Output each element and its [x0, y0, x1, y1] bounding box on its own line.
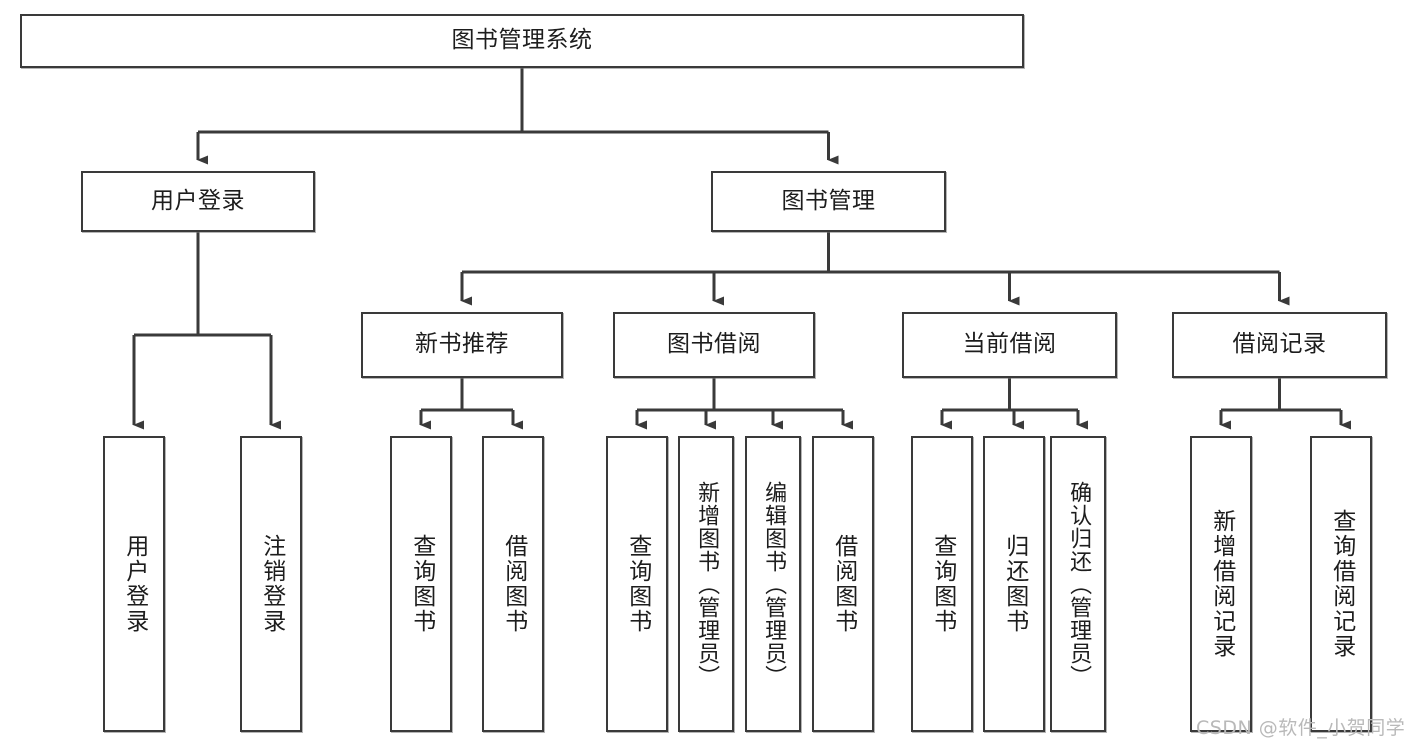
node-leaf-leaf-query-record[interactable]: 查询借阅记录	[1310, 436, 1372, 732]
node-level2-user-login[interactable]: 用户登录	[81, 171, 315, 232]
node-leaf-leaf-user-logout[interactable]: 注销登录	[240, 436, 302, 732]
node-label: 图书借阅	[667, 331, 761, 358]
node-level3-book-borrow[interactable]: 图书借阅	[613, 312, 815, 378]
node-label: 查询图书	[624, 534, 651, 634]
node-leaf-leaf-borrow-book-rec[interactable]: 借阅图书	[482, 436, 544, 732]
node-leaf-leaf-add-record[interactable]: 新增借阅记录	[1190, 436, 1252, 732]
node-leaf-leaf-return-book[interactable]: 归还图书	[983, 436, 1045, 732]
node-label: 归还图书	[1001, 534, 1028, 634]
node-leaf-leaf-user-login[interactable]: 用户登录	[103, 436, 165, 732]
node-label: 用户登录	[121, 534, 148, 634]
node-label: 查询图书	[408, 534, 435, 634]
node-leaf-leaf-confirm-return[interactable]: 确认归还（管理员）	[1050, 436, 1106, 732]
node-label: 借阅图书	[500, 534, 527, 634]
node-label: 新书推荐	[415, 331, 509, 358]
node-leaf-leaf-add-book[interactable]: 新增图书（管理员）	[678, 436, 734, 732]
node-label: 借阅图书	[830, 534, 857, 634]
node-leaf-leaf-query-book-cur[interactable]: 查询图书	[911, 436, 973, 732]
node-label: 查询借阅记录	[1328, 509, 1355, 659]
node-label: 新增图书（管理员）	[694, 480, 720, 688]
node-label: 图书管理	[781, 187, 876, 214]
node-level3-new-book-recommend[interactable]: 新书推荐	[361, 312, 563, 378]
node-leaf-leaf-edit-book[interactable]: 编辑图书（管理员）	[745, 436, 801, 732]
node-label: 用户登录	[151, 187, 245, 214]
node-label: 确认归还（管理员）	[1066, 480, 1092, 688]
node-label: 注销登录	[258, 534, 285, 634]
node-level3-borrow-record[interactable]: 借阅记录	[1172, 312, 1387, 378]
node-label: 查询图书	[929, 534, 956, 634]
node-leaf-leaf-query-book-rec[interactable]: 查询图书	[390, 436, 452, 732]
node-level3-current-borrow[interactable]: 当前借阅	[902, 312, 1117, 378]
node-leaf-leaf-query-book-borrow[interactable]: 查询图书	[606, 436, 668, 732]
node-label: 编辑图书（管理员）	[761, 480, 787, 688]
node-root[interactable]: 图书管理系统	[20, 14, 1024, 68]
node-label: 新增借阅记录	[1208, 509, 1235, 659]
node-level2-book-manage[interactable]: 图书管理	[711, 171, 946, 232]
node-label: 借阅记录	[1232, 331, 1327, 358]
node-leaf-leaf-borrow-book[interactable]: 借阅图书	[812, 436, 874, 732]
node-label: 当前借阅	[962, 331, 1057, 358]
node-label: 图书管理系统	[451, 27, 593, 54]
